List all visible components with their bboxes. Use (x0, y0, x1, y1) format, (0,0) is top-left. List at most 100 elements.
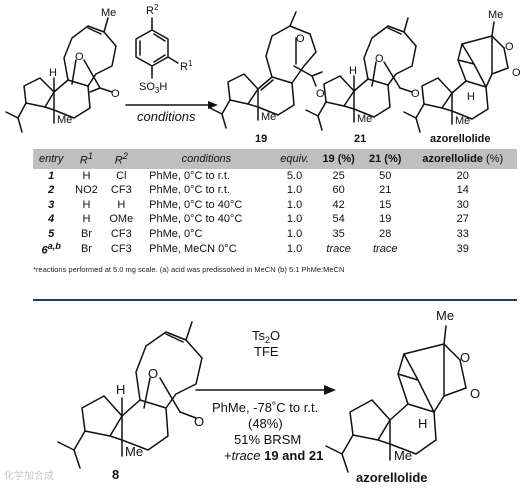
top-scheme: H O O Me Me R2 R1 SO3H conditions O O (5, 3, 521, 145)
azo-bottom-o2: O (470, 386, 480, 401)
cell-conditions: PhMe, MeCN 0°C (149, 242, 237, 255)
cell-equiv: 1.0 (286, 198, 303, 211)
conditions-table: entry R1 R2 conditions equiv. 19 (%) 21 … (33, 149, 517, 257)
cell-entry: 1 (48, 169, 55, 182)
azo-top-me-top: Me (488, 9, 503, 21)
product-19-label: 19 (255, 133, 267, 145)
compound-8-label: 8 (112, 467, 119, 482)
c8-h: H (116, 382, 125, 397)
sm-top-me: Me (57, 114, 72, 126)
sm-top-me-top: Me (101, 7, 116, 19)
azo-bottom-me-top: Me (436, 308, 454, 323)
reagent-r2: R2 (146, 3, 159, 17)
cell-entry: 5 (48, 227, 55, 240)
sm-top-h: H (49, 67, 57, 79)
cell-yield-21: 19 (379, 213, 392, 226)
cell-r2: CF3 (110, 227, 132, 240)
cell-r2: Cl (116, 169, 127, 182)
cell-yield-19: 42 (332, 198, 345, 211)
cell-entry: 2 (48, 184, 55, 197)
cell-conditions: PhMe, 0°C (149, 227, 203, 240)
cell-equiv: 5.0 (286, 169, 303, 182)
bottom-scheme: H O O Me 8 Ts2O TFE PhMe, -78˚C to r.t. … (57, 308, 480, 485)
cell-r1: Br (80, 242, 92, 255)
c8-o2: O (194, 414, 204, 429)
cell-r2: CF3 (110, 184, 132, 197)
reagent-r1: R1 (180, 59, 193, 73)
reagent-so3h: SO3H (139, 81, 167, 95)
cell-yield-azorellolide: 14 (456, 184, 469, 197)
p19-o: O (296, 33, 305, 45)
p21-h: H (349, 65, 357, 77)
reagent-ts2o: Ts2O (252, 328, 280, 345)
cell-yield-19: 54 (332, 213, 345, 226)
cell-yield-21: trace (372, 242, 398, 255)
header-r2: R2 (103, 149, 140, 169)
cell-conditions: PhMe, 0°C to r.t. (149, 184, 230, 197)
table-row: 2 NO2 CF3 PhMe, 0°C to r.t. 1.0 60 21 14 (33, 183, 517, 198)
cell-yield-azorellolide: 20 (456, 169, 469, 182)
cell-entry: 6a,b (41, 241, 61, 257)
header-19: 19 (%) (315, 149, 362, 169)
condition-line-4: +trace 19 and 21 (224, 448, 323, 463)
cell-r1: NO2 (75, 184, 98, 197)
reagent-sulfonic-acid (135, 17, 179, 79)
header-equiv: equiv. (273, 149, 316, 169)
azorellolide-bottom-structure (325, 325, 467, 473)
product-21-label: 21 (354, 133, 366, 145)
product-azorellolide-label: azorellolide (430, 133, 491, 145)
cell-r1: H (82, 198, 91, 211)
c8-me: Me (125, 444, 143, 459)
p21-o2: O (411, 88, 420, 100)
header-conditions: conditions (139, 149, 274, 169)
header-entry: entry (33, 149, 70, 169)
cell-yield-19: 60 (332, 184, 345, 197)
cell-yield-19: 25 (332, 169, 345, 182)
p19-me: Me (261, 111, 276, 123)
cell-yield-21: 28 (379, 227, 392, 240)
header-r1: R1 (69, 149, 104, 169)
cell-yield-21: 15 (379, 198, 392, 211)
azo-top-o2: O (512, 67, 521, 79)
cell-yield-azorellolide: 39 (456, 242, 469, 255)
cell-equiv: 1.0 (286, 242, 303, 255)
reaction-arrow-top (125, 101, 218, 109)
reagent-tfe: TFE (254, 344, 279, 359)
cell-r2: OMe (109, 213, 134, 226)
cell-yield-19: trace (326, 242, 351, 255)
p21-o: O (375, 53, 384, 65)
condition-line-1: PhMe, -78˚C to r.t. (212, 400, 318, 415)
cell-yield-19: 35 (332, 227, 345, 240)
table-footnote: *reactions performed at 5.0 mg scale. (a… (33, 265, 345, 274)
section-divider (33, 299, 517, 301)
product-19-structure (209, 11, 323, 129)
cell-conditions: PhMe, 0°C to 40°C (149, 198, 243, 211)
header-21: 21 (%) (361, 149, 409, 169)
cell-conditions: PhMe, 0°C to r.t. (149, 169, 230, 182)
cell-r2: H (117, 198, 126, 211)
azo-bottom-h: H (418, 416, 427, 431)
cell-yield-21: 21 (379, 184, 392, 197)
table-row: 1 H Cl PhMe, 0°C to r.t. 5.0 25 50 20 (33, 169, 517, 184)
p21-me: Me (357, 113, 372, 125)
cell-equiv: 1.0 (286, 184, 303, 197)
cell-yield-21: 50 (379, 169, 392, 182)
cell-r1: Br (80, 227, 92, 240)
sm-top-o: O (75, 51, 84, 63)
cell-r1: H (82, 213, 91, 226)
arrow-conditions-label: conditions (137, 109, 196, 124)
azo-top-h: H (467, 91, 475, 103)
azo-bottom-me: Me (394, 448, 412, 463)
sm-top-o2: O (111, 88, 120, 100)
cell-yield-azorellolide: 27 (456, 213, 469, 226)
cell-r1: H (82, 169, 91, 182)
cell-entry: 3 (48, 198, 55, 211)
product-azorellolide-structure (403, 21, 509, 133)
azo-bottom-o: O (460, 350, 470, 365)
table-header-row: entry R1 R2 conditions equiv. 19 (%) 21 … (33, 149, 517, 169)
watermark-logo: 化学加合成 (4, 471, 54, 482)
condition-line-3: 51% BRSM (234, 432, 301, 447)
cell-entry: 4 (48, 213, 55, 226)
